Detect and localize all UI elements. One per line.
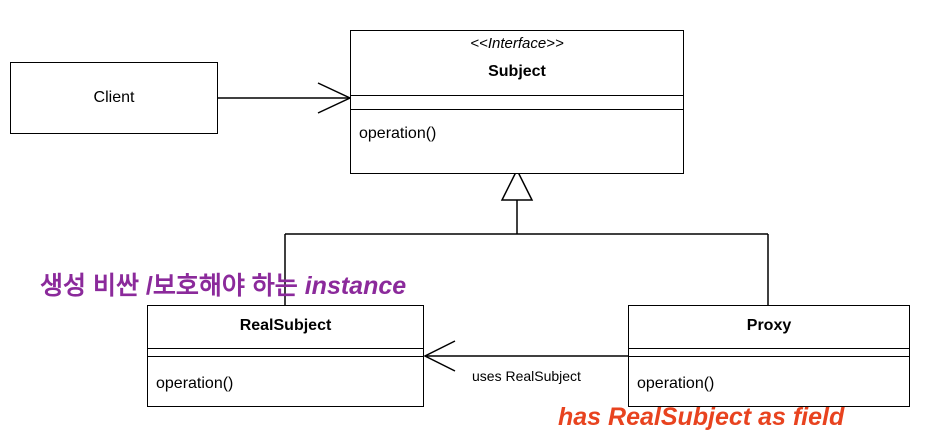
realsubject-annotation-italic: instance — [304, 272, 407, 300]
realsubject-class-name: RealSubject — [239, 317, 332, 334]
subject-interface[interactable]: <<Interface>> Subject operation() — [350, 30, 684, 174]
realsubject-operation: operation() — [156, 375, 234, 392]
uses-relationship-label: uses RealSubject — [472, 368, 581, 384]
client-class[interactable]: Client — [10, 62, 218, 134]
uses-arrowhead — [423, 340, 456, 372]
realsubject-attributes-bottom-divider — [148, 356, 423, 357]
proxy-class[interactable]: Proxy operation() — [628, 305, 910, 407]
client-class-name: Client — [93, 89, 135, 106]
realsubject-attributes-top-divider — [148, 348, 423, 349]
subject-attributes-bottom-divider — [351, 109, 683, 110]
subject-class-name: Subject — [488, 63, 546, 80]
realsubject-annotation: 생성 비싼 /보호해야 하는 instance — [40, 266, 406, 302]
subject-operation: operation() — [359, 125, 437, 142]
realization-triangle — [500, 168, 534, 201]
proxy-attributes-bottom-divider — [629, 356, 909, 357]
subject-attributes-top-divider — [351, 95, 683, 96]
realsubject-annotation-text: 생성 비싼 /보호해야 하는 — [40, 272, 305, 300]
subject-stereotype: <<Interface>> — [470, 35, 564, 52]
realsubject-class[interactable]: RealSubject operation() — [147, 305, 424, 407]
proxy-annotation: has RealSubject as field — [558, 403, 845, 431]
proxy-class-name: Proxy — [746, 317, 792, 334]
proxy-operation: operation() — [637, 375, 715, 392]
proxy-attributes-top-divider — [629, 348, 909, 349]
